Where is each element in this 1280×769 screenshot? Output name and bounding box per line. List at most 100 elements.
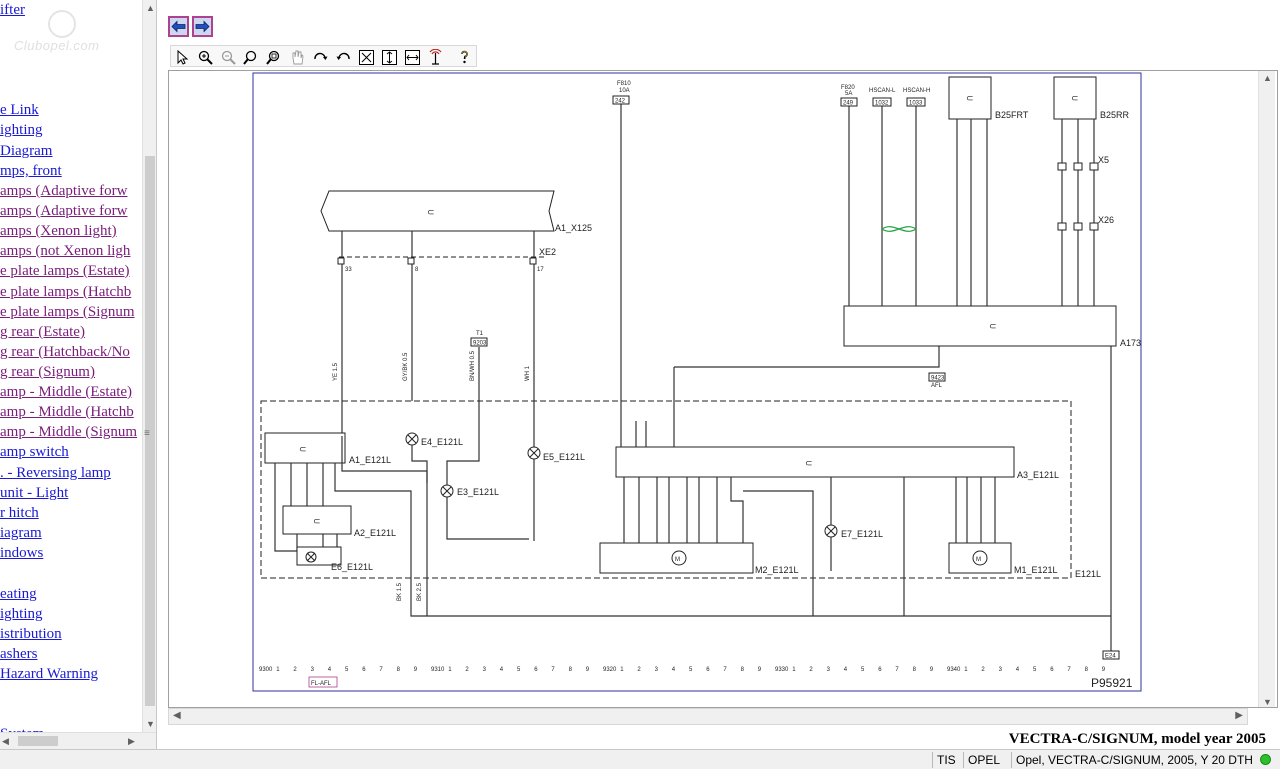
grid-ref: 9330 bbox=[775, 667, 789, 673]
nav-link[interactable]: ighting bbox=[0, 122, 43, 138]
pointer-tool-button[interactable] bbox=[171, 46, 194, 68]
fit-width-button[interactable] bbox=[401, 46, 424, 68]
zoom-in-button[interactable] bbox=[194, 46, 217, 68]
nav-link[interactable]: g rear (Hatchback/No bbox=[0, 344, 130, 360]
nav-link[interactable]: Diagram bbox=[0, 143, 53, 159]
grid-ref: 9340 bbox=[947, 667, 961, 673]
nav-vertical-scrollbar[interactable]: ▲ ▼ bbox=[142, 0, 156, 732]
forward-button[interactable] bbox=[192, 16, 213, 37]
fit-height-button[interactable] bbox=[378, 46, 401, 68]
f810-ref: F810 bbox=[617, 81, 631, 87]
a3-e121l-block[interactable] bbox=[615, 446, 1015, 478]
a2-e121l-block[interactable] bbox=[282, 505, 352, 535]
m2-e121l-block[interactable] bbox=[599, 542, 754, 574]
nav-link[interactable]: . - Reversing lamp bbox=[0, 465, 111, 481]
grid-ref: 1 bbox=[620, 667, 624, 673]
scroll-up-icon[interactable]: ▲ bbox=[146, 3, 155, 13]
nav-link[interactable]: g rear (Estate) bbox=[0, 324, 85, 340]
grid-ref: 1 bbox=[792, 667, 796, 673]
svg-text:⊂: ⊂ bbox=[805, 458, 813, 468]
grid-ref: 3 bbox=[483, 667, 487, 673]
a173-block[interactable] bbox=[843, 305, 1117, 347]
m1-e121l-block[interactable] bbox=[948, 542, 1012, 574]
nav-link[interactable]: istribution bbox=[0, 626, 62, 642]
nav-link[interactable]: amps (not Xenon ligh bbox=[0, 243, 131, 259]
nav-link[interactable]: ashers bbox=[0, 646, 38, 662]
help-button[interactable] bbox=[453, 46, 476, 68]
wiring-diagram-viewer[interactable]: ⊂ A1_X125 XE2 33 8 17 YE 1.5 GY/BK 0.5 B… bbox=[168, 70, 1278, 708]
scroll-down-icon[interactable]: ▼ bbox=[1263, 697, 1272, 707]
nav-link[interactable]: indows bbox=[0, 545, 44, 561]
status-led-icon bbox=[1260, 754, 1271, 765]
nav-link[interactable]: mps, front bbox=[0, 163, 62, 179]
nav-link[interactable]: amp switch bbox=[0, 444, 69, 460]
zoom-area-icon bbox=[266, 50, 280, 65]
grid-ref: 8 bbox=[397, 667, 401, 673]
grid-ref: 3 bbox=[999, 667, 1003, 673]
ref-1033: 1033 bbox=[909, 101, 923, 107]
svg-text:YE 1.5: YE 1.5 bbox=[333, 362, 339, 381]
nav-link[interactable]: e Link bbox=[0, 102, 39, 118]
zoom-area-button[interactable] bbox=[263, 46, 286, 68]
scroll-right-icon[interactable]: ▶ bbox=[128, 736, 135, 746]
diagram-vertical-scrollbar[interactable]: ▲ ▼ bbox=[1258, 71, 1275, 707]
m1-e121l-label: M1_E121L bbox=[1014, 565, 1058, 575]
ref-1032: 1032 bbox=[875, 101, 889, 107]
svg-text:8: 8 bbox=[415, 267, 419, 273]
nav-link[interactable]: e plate lamps (Signum bbox=[0, 304, 135, 320]
grid-ref: 7 bbox=[379, 667, 383, 673]
nav-link[interactable]: e plate lamps (Hatchb bbox=[0, 284, 132, 300]
pointer-icon bbox=[177, 49, 189, 65]
nav-link[interactable]: amp - Middle (Hatchb bbox=[0, 404, 134, 420]
scroll-left-icon[interactable]: ◀ bbox=[173, 710, 181, 721]
nav-horizontal-scrollbar[interactable]: ◀ ▶ bbox=[0, 732, 156, 749]
nav-hscroll-thumb[interactable] bbox=[18, 736, 58, 746]
a1-x125-block[interactable] bbox=[320, 190, 555, 232]
rotate-left-button[interactable] bbox=[332, 46, 355, 68]
nav-link[interactable]: amps (Adaptive forw bbox=[0, 183, 128, 199]
connector-view-button[interactable] bbox=[424, 46, 447, 68]
b25frt-block[interactable] bbox=[948, 76, 992, 120]
splitter-handle-icon[interactable]: ≡ bbox=[144, 428, 150, 439]
nav-link[interactable]: ighting bbox=[0, 606, 43, 622]
grid-ref: 4 bbox=[500, 667, 504, 673]
e121l-label: E121L bbox=[1075, 569, 1101, 579]
a1-e121l-block[interactable] bbox=[264, 432, 346, 464]
nav-link[interactable]: amp - Middle (Signum bbox=[0, 424, 138, 440]
nav-link[interactable]: ifter bbox=[0, 2, 25, 18]
fit-page-button[interactable] bbox=[355, 46, 378, 68]
scroll-up-icon[interactable]: ▲ bbox=[1263, 73, 1272, 83]
fit-width-icon bbox=[405, 49, 420, 65]
back-button[interactable] bbox=[168, 16, 189, 37]
rotate-right-button[interactable] bbox=[309, 46, 332, 68]
zoom-out-button[interactable] bbox=[217, 46, 240, 68]
grid-ref: 6 bbox=[362, 667, 366, 673]
grid-ref: 9320 bbox=[603, 667, 617, 673]
b25rr-block[interactable] bbox=[1053, 76, 1097, 120]
nav-scroll-thumb[interactable] bbox=[145, 156, 155, 706]
nav-link[interactable]: iagram bbox=[0, 525, 42, 541]
main-area: ⊂ A1_X125 XE2 33 8 17 YE 1.5 GY/BK 0.5 B… bbox=[158, 0, 1280, 749]
b25frt-label: B25FRT bbox=[995, 110, 1029, 120]
nav-link[interactable]: g rear (Signum) bbox=[0, 364, 95, 380]
hand-tool-button[interactable] bbox=[286, 46, 309, 68]
nav-link[interactable]: e plate lamps (Estate) bbox=[0, 263, 130, 279]
scroll-left-icon[interactable]: ◀ bbox=[2, 736, 9, 746]
grid-ref: 7 bbox=[723, 667, 727, 673]
nav-link[interactable]: unit - Light bbox=[0, 485, 69, 501]
wiring-diagram[interactable]: ⊂ A1_X125 XE2 33 8 17 YE 1.5 GY/BK 0.5 B… bbox=[169, 71, 1258, 708]
nav-link[interactable]: Hazard Warning bbox=[0, 666, 99, 682]
nav-link[interactable]: amps (Adaptive forw bbox=[0, 203, 128, 219]
diagram-horizontal-scrollbar[interactable]: ◀ ▶ bbox=[168, 708, 1248, 725]
scroll-down-icon[interactable]: ▼ bbox=[146, 719, 155, 729]
svg-text:⊂: ⊂ bbox=[966, 93, 974, 103]
nav-link[interactable]: amp - Middle (Estate) bbox=[0, 384, 133, 400]
grid-ref: 7 bbox=[551, 667, 555, 673]
grid-ref: 3 bbox=[827, 667, 831, 673]
nav-link[interactable]: eating bbox=[0, 586, 37, 602]
zoom-button[interactable] bbox=[240, 46, 263, 68]
nav-link[interactable]: r hitch bbox=[0, 505, 39, 521]
nav-link[interactable]: amps (Xenon light) bbox=[0, 223, 117, 239]
scroll-right-icon[interactable]: ▶ bbox=[1235, 710, 1243, 721]
rotate-right-icon bbox=[314, 52, 328, 60]
